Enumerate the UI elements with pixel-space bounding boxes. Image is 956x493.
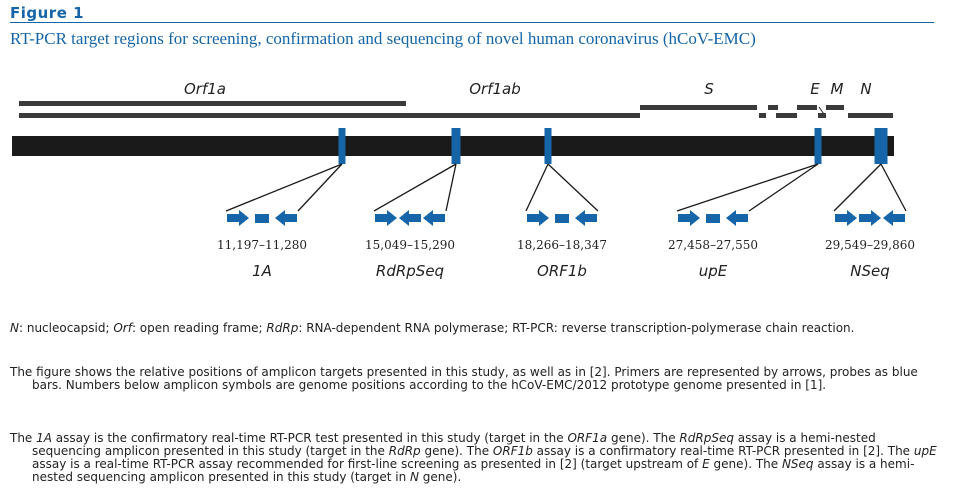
caption-text-run: assay is the confirmatory real-time RT-P…	[51, 431, 568, 445]
caption-text-run: gene).	[418, 470, 462, 484]
caption-text-run: RdRp	[388, 444, 421, 458]
e-gene-bar	[797, 105, 817, 110]
caption-description-2: The 1A assay is the confirmatory real-ti…	[10, 432, 940, 484]
caption-text-run: : RNA-dependent RNA polymerase; RT-PCR: …	[298, 321, 855, 335]
genome-diagram: Orf1a Orf1ab S E M N 11,197–11,280 1A 15,0…	[12, 80, 915, 280]
m-gene-bar-b	[826, 105, 844, 110]
reverse-primer-arrow	[399, 210, 421, 226]
amplicon-positions: 18,266–18,347	[517, 238, 607, 252]
forward-primer-arrow	[227, 210, 249, 226]
n-gene-bar	[848, 113, 893, 118]
amplicon-marker	[338, 128, 346, 164]
connector-line-left	[373, 163, 457, 212]
m-gene-bar-a	[818, 113, 826, 118]
connector-line-right	[445, 163, 457, 212]
caption-text-run: The figure shows the relative positions …	[10, 365, 918, 392]
caption-text-run: RdRp	[266, 321, 299, 335]
amplicon-positions: 29,549–29,860	[825, 238, 915, 252]
caption-text-run: assay is a hemi-nested sequencing amplic…	[32, 431, 876, 458]
connector-line-left	[676, 163, 819, 212]
caption-text-run: upE	[913, 444, 937, 458]
caption-abbreviations: N: nucleocapsid; Orf: open reading frame…	[10, 322, 940, 335]
orf-bar-small-3	[776, 113, 797, 118]
assay-name: 1A	[252, 262, 272, 280]
gene-label-e: E	[810, 80, 820, 98]
caption-text-run: assay is a confirmatory real-time RT-PCR…	[532, 444, 914, 458]
caption-text-run: : nucleocapsid;	[18, 321, 114, 335]
amplicon-positions: 27,458–27,550	[668, 238, 758, 252]
caption-text-run: RdRpSeq	[679, 431, 734, 445]
connector-line-right	[547, 163, 599, 212]
caption-text-run: 1A	[36, 431, 52, 445]
probe-bar	[255, 214, 269, 223]
caption-text-run: E	[702, 457, 710, 471]
connector-line-left	[525, 163, 549, 212]
forward-primer-arrow	[859, 210, 881, 226]
gene-label-s: S	[704, 80, 714, 98]
caption-text-run: gene). The	[709, 457, 782, 471]
orf1a-bar	[19, 101, 406, 106]
orf-bar-small-2	[768, 105, 778, 110]
caption-text-run: assay is a hemi-nested sequencing amplic…	[32, 457, 915, 484]
assay-name: RdRpSeq	[376, 262, 444, 280]
amplicon-positions: 15,049–15,290	[365, 238, 455, 252]
probe-bar	[706, 214, 720, 223]
figure-label: Figure 1	[10, 4, 85, 22]
assay-name: upE	[699, 262, 728, 280]
forward-primer-arrow	[375, 210, 397, 226]
figure-title: RT-PCR target regions for screening, con…	[10, 29, 756, 48]
caption-text-run: assay is a real-time RT-PCR assay recomm…	[32, 457, 703, 471]
figure-title-rule	[10, 22, 934, 23]
caption-description-1: The figure shows the relative positions …	[10, 366, 940, 392]
caption-text-run: : open reading frame;	[131, 321, 267, 335]
caption-text-run: Orf	[113, 321, 132, 335]
forward-primer-arrow	[678, 210, 700, 226]
caption-text-run: NSeq	[781, 457, 814, 471]
forward-primer-arrow	[835, 210, 857, 226]
caption-text-run: gene). The	[420, 444, 493, 458]
reverse-primer-arrow	[275, 210, 297, 226]
connector-line-right	[297, 163, 343, 212]
gene-label-n: N	[860, 80, 871, 98]
amplicon-positions: 11,197–11,280	[217, 238, 307, 252]
caption-text-run: The	[10, 431, 37, 445]
orf-bar-small-1	[759, 113, 766, 118]
caption-text-run: gene). The	[607, 431, 680, 445]
connector-line-left	[225, 163, 343, 212]
gene-label-orf1a: Orf1a	[184, 80, 226, 98]
amplicon-marker	[814, 128, 822, 164]
reverse-primer-arrow	[726, 210, 748, 226]
reverse-primer-arrow	[423, 210, 445, 226]
caption-text-run: N	[410, 470, 419, 484]
amplicon-marker	[874, 128, 888, 164]
caption-text-run: ORF1a	[567, 431, 608, 445]
caption-text-run: ORF1b	[492, 444, 533, 458]
assay-name: NSeq	[850, 262, 890, 280]
reverse-primer-arrow	[883, 210, 905, 226]
connector-line-left	[833, 163, 882, 212]
connector-line-right	[748, 163, 819, 212]
amplicon-marker	[451, 128, 461, 164]
probe-bar	[555, 214, 569, 223]
forward-primer-arrow	[527, 210, 549, 226]
gene-label-orf1ab: Orf1ab	[469, 80, 521, 98]
caption-text-run: N	[10, 321, 19, 335]
gene-label-m: M	[831, 80, 844, 98]
reverse-primer-arrow	[575, 210, 597, 226]
connector-line-right	[880, 163, 907, 212]
assay-name: ORF1b	[537, 262, 587, 280]
s-gene-bar	[640, 105, 757, 110]
orf1ab-bar	[19, 113, 640, 118]
amplicon-marker	[544, 128, 552, 164]
